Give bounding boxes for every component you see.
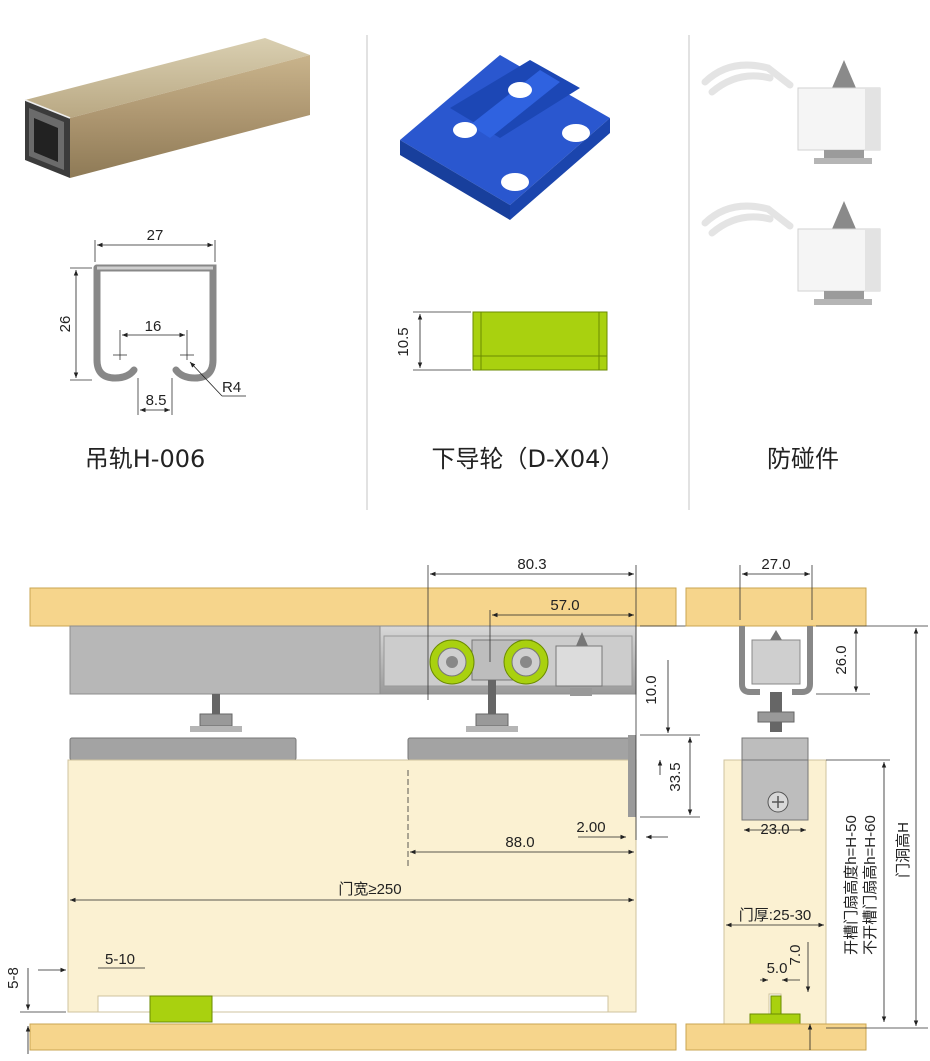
opening-height-label: 门洞高H <box>895 822 912 878</box>
carriage-span-label: 80.3 <box>517 556 546 573</box>
guide-height-label: 10.5 <box>395 327 412 356</box>
rail-radius-label: R4 <box>222 379 241 396</box>
hanger-width-label: 23.0 <box>760 821 789 838</box>
rail-drop-label: 10.0 <box>643 675 660 704</box>
front-dimensions <box>20 565 700 1054</box>
bumper-photo-2 <box>701 201 881 305</box>
door-panel <box>67 759 637 1013</box>
assembly-front-view <box>29 587 677 1051</box>
floor-gap-label: 5-8 <box>5 967 22 989</box>
door-height-slot-label: 开槽门扇高度h=H-50 <box>843 815 860 955</box>
side-dimensions <box>726 565 928 1050</box>
caption-rail: 吊轨H-006 <box>85 445 206 473</box>
guide-photo <box>400 55 610 220</box>
guide-gap-label: 5-10 <box>105 951 135 968</box>
door-width-label: 门宽≥250 <box>338 881 401 898</box>
side-rail-width-label: 27.0 <box>761 556 790 573</box>
gap-label: 2.00 <box>576 819 605 836</box>
side-rail-height-label: 26.0 <box>833 645 850 674</box>
rail-width-label: 27 <box>147 227 164 244</box>
ceiling-board <box>29 587 677 627</box>
bumper-photo-1 <box>701 60 881 164</box>
rail-body <box>69 625 381 695</box>
rail-photo <box>24 38 310 178</box>
wheel-offset-label: 57.0 <box>550 597 579 614</box>
floor-board <box>29 1023 677 1051</box>
rail-height-label: 26 <box>57 316 74 333</box>
door-height-noslot-label: 不开槽门扇高h=H-60 <box>862 815 879 955</box>
door-thickness-label: 门厚:25-30 <box>739 907 812 924</box>
bumper-height-label: 33.5 <box>667 762 684 791</box>
guide-side-drawing <box>413 311 608 371</box>
slot-width-label: 5.0 <box>767 960 788 977</box>
rail-opening-label: 16 <box>145 318 162 335</box>
rail-lip-label: 8.5 <box>146 392 167 409</box>
assembly-side-view <box>685 587 867 1051</box>
caption-bumper: 防碰件 <box>767 445 839 473</box>
slot-depth-label: 7.0 <box>787 945 804 966</box>
rail-cross-section <box>70 240 246 415</box>
edge-offset-label: 88.0 <box>505 834 534 851</box>
caption-guide: 下导轮（D-X04） <box>432 445 625 473</box>
